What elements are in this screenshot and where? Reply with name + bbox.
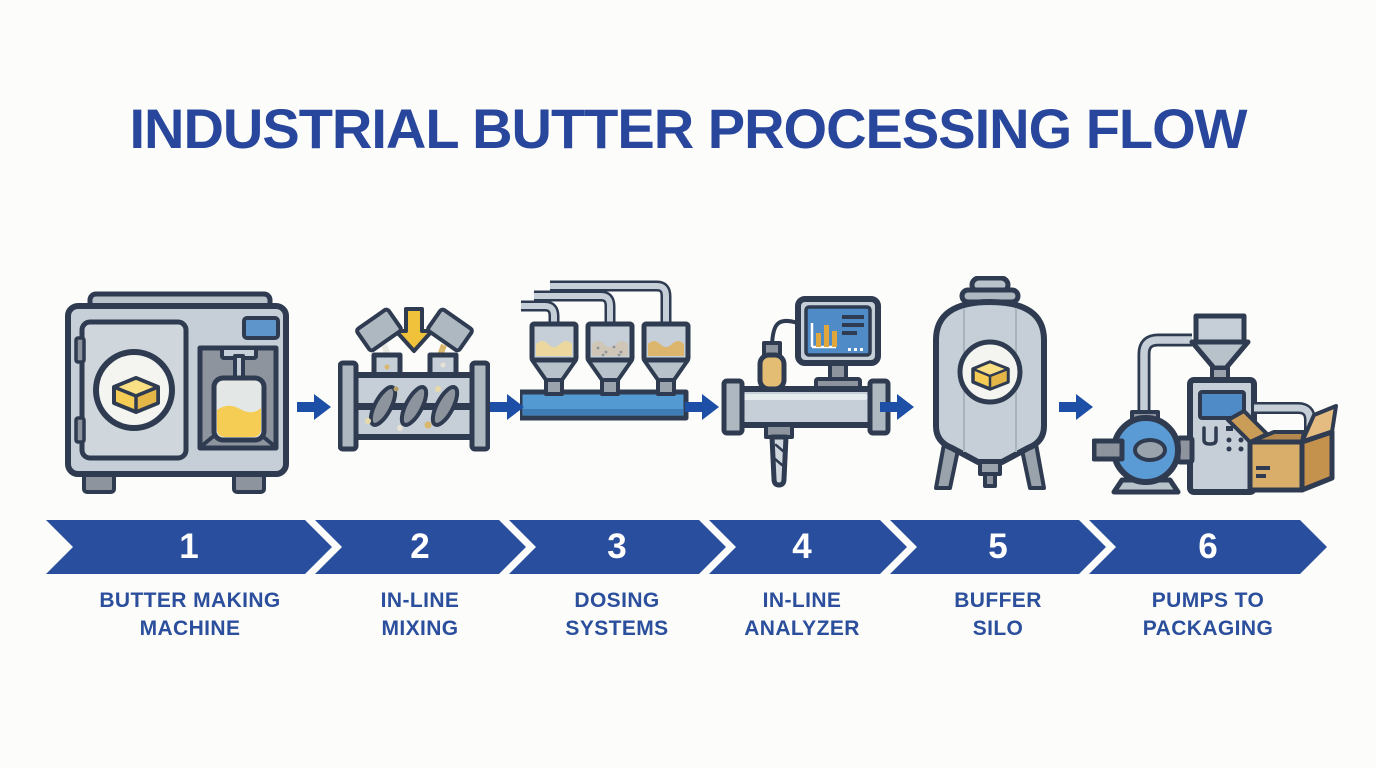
page-title: INDUSTRIAL BUTTER PROCESSING FLOW	[129, 97, 1247, 160]
indicator-panel	[242, 316, 280, 340]
flow-arrow-icon	[297, 394, 331, 420]
step-number-2: 2	[410, 527, 430, 566]
step-number-1: 1	[179, 527, 199, 566]
butter-block-icon	[112, 376, 160, 414]
butter-block-icon	[971, 360, 1010, 391]
step-number-5: 5	[988, 527, 1008, 566]
butter-making-machine-illustration	[65, 291, 289, 494]
filler-hopper	[1189, 313, 1251, 382]
carton-box-icon	[1226, 404, 1338, 493]
flow-arrow-icon	[685, 394, 719, 420]
machine-screen	[1198, 390, 1246, 420]
dosing-hopper-3	[641, 321, 691, 396]
pour-cup-right	[426, 307, 474, 353]
chevron-segment-5	[890, 520, 1106, 574]
flow-arrow-icon	[880, 394, 914, 420]
sensor-icon	[757, 341, 787, 392]
auger-blades	[368, 385, 460, 427]
chevron-segment-1	[46, 520, 332, 574]
monitor-icon	[795, 296, 881, 391]
dosing-systems-illustration	[520, 280, 691, 421]
step-banner	[46, 520, 1327, 574]
chevron-segment-4	[709, 520, 907, 574]
dosing-hopper-1	[529, 321, 579, 396]
dosing-hopper-2	[585, 321, 635, 396]
pour-cup-left	[355, 307, 403, 353]
flow-arrow-icon	[490, 394, 524, 420]
buffer-silo-illustration	[933, 276, 1047, 490]
pumps-to-packaging-illustration	[1092, 313, 1338, 495]
chevron-segment-6	[1089, 520, 1327, 574]
probe-icon	[764, 423, 794, 488]
step-number-3: 3	[607, 527, 627, 566]
in-line-analyzer-illustration	[721, 296, 891, 488]
in-line-mixing-illustration	[338, 307, 490, 452]
transfer-pipe	[1137, 333, 1192, 416]
step-number-4: 4	[792, 527, 812, 566]
chevron-segment-3	[509, 520, 726, 574]
flow-arrow-icon	[1059, 394, 1093, 420]
ingredient-down-arrow-icon	[394, 307, 434, 353]
step-number-6: 6	[1198, 527, 1218, 566]
feed-pipes	[521, 280, 672, 328]
chevron-segment-2	[315, 520, 526, 574]
pump-icon	[1092, 410, 1195, 495]
